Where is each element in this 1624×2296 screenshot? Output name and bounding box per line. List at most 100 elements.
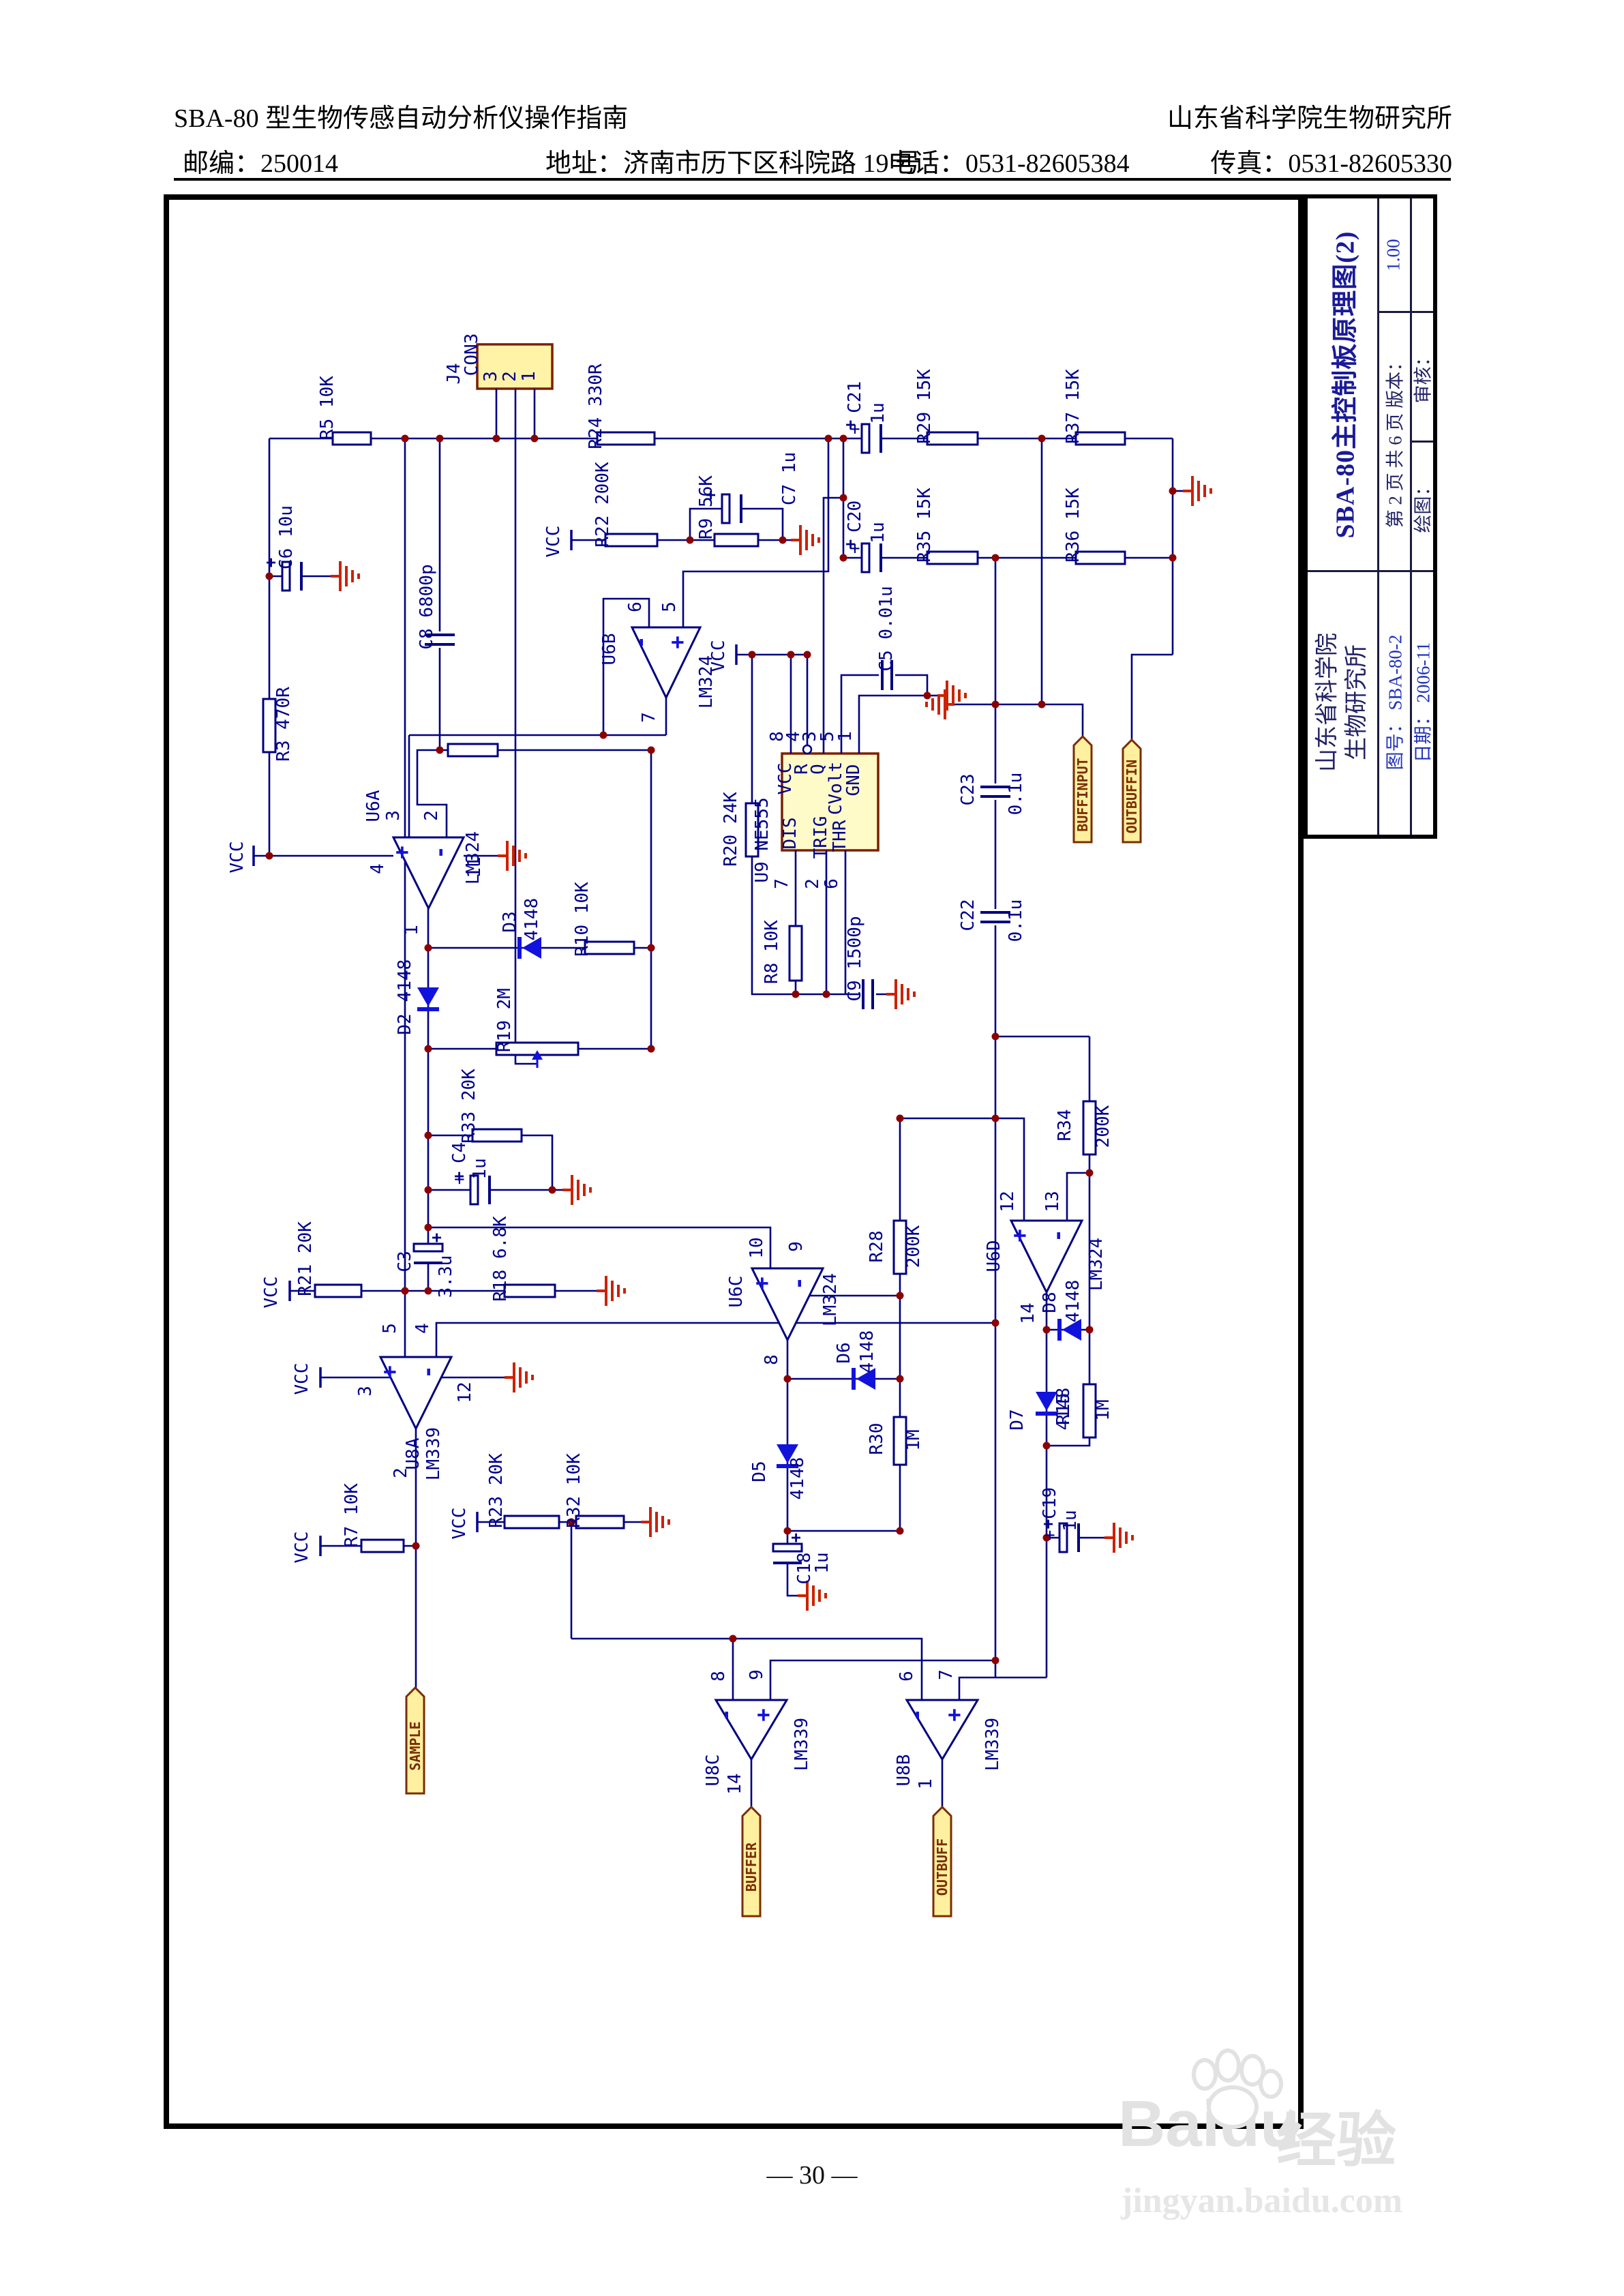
junction-dot bbox=[424, 1045, 432, 1053]
schematic-label: D7 bbox=[1007, 1409, 1027, 1430]
schematic-label: + bbox=[786, 1533, 805, 1542]
resistor bbox=[1074, 550, 1126, 565]
junction-dot bbox=[792, 990, 800, 998]
ground-symbol bbox=[1104, 1523, 1134, 1553]
schematic-label: 4 bbox=[412, 1323, 433, 1334]
schematic-label: C22 bbox=[958, 899, 978, 931]
junction-dot bbox=[548, 1186, 556, 1194]
junction-dot bbox=[647, 944, 655, 952]
schematic-label: BUFFINPUT bbox=[1074, 758, 1091, 831]
resistor bbox=[892, 1416, 907, 1466]
schematic-label: R7 10K bbox=[342, 1483, 362, 1547]
schematic-label: - bbox=[627, 636, 653, 648]
schematic-label: D6 bbox=[834, 1342, 854, 1363]
junction-dot bbox=[424, 1131, 432, 1139]
junction-dot bbox=[787, 651, 795, 659]
junction-dot bbox=[783, 1375, 792, 1383]
schematic-label: 1 bbox=[519, 371, 539, 382]
junction-dot bbox=[923, 691, 931, 700]
schematic-label: 12 bbox=[455, 1382, 475, 1403]
schematic-label: 14 bbox=[725, 1773, 745, 1794]
schematic-label: + C20 bbox=[845, 501, 865, 554]
junction-dot bbox=[896, 1527, 904, 1535]
schematic-label: 2 bbox=[421, 810, 442, 821]
schematic-label: - bbox=[712, 1708, 738, 1721]
schematic-label: 1M bbox=[903, 1429, 924, 1450]
schematic-label: 1 bbox=[916, 1778, 936, 1789]
schematic-label: LM339 bbox=[982, 1718, 1003, 1771]
junction-dot bbox=[686, 536, 694, 544]
schematic-label: D3 bbox=[500, 911, 520, 932]
wire bbox=[954, 703, 1084, 736]
schematic-label: + bbox=[750, 1708, 776, 1721]
schematic-label: + bbox=[941, 1708, 967, 1721]
schematic-label: - bbox=[785, 1277, 811, 1289]
junction-dot bbox=[401, 434, 409, 443]
schematic-label: VCC bbox=[292, 1363, 312, 1395]
schematic-label: U8A bbox=[403, 1437, 423, 1470]
schematic-label: VCC bbox=[775, 763, 796, 795]
wire bbox=[1047, 1330, 1091, 1447]
schematic-label: 1u bbox=[1060, 1510, 1081, 1531]
schematic-label: 4148 bbox=[1063, 1280, 1083, 1323]
diode bbox=[856, 1368, 875, 1390]
junction-dot bbox=[647, 1045, 655, 1053]
schematic-label: 1 bbox=[402, 925, 422, 936]
junction-dot bbox=[424, 1287, 432, 1295]
watermark-url: jingyan.baidu.com bbox=[1121, 2181, 1403, 2220]
resistor bbox=[1082, 1100, 1097, 1156]
schematic-label: 4148 bbox=[787, 1457, 808, 1500]
schematic-label: R34 bbox=[1055, 1109, 1075, 1142]
schematic-label: R33 20K bbox=[459, 1069, 479, 1144]
schematic-label: + bbox=[841, 539, 860, 549]
resistor bbox=[360, 1538, 405, 1553]
schematic-label: R15 bbox=[1053, 1393, 1074, 1425]
schematic-label: 2 bbox=[500, 371, 520, 382]
diode bbox=[522, 937, 541, 959]
schematic-label: LM339 bbox=[792, 1718, 812, 1771]
resistor bbox=[596, 431, 656, 446]
header-fax: 传真：0531-82605330 bbox=[1210, 149, 1452, 178]
schematic-label: + bbox=[389, 846, 415, 859]
wire bbox=[435, 1322, 995, 1357]
schematic-label: 1M bbox=[1093, 1399, 1113, 1420]
wire bbox=[900, 1117, 1025, 1221]
schematic-label: THR bbox=[830, 820, 850, 852]
ic-CON3 bbox=[476, 343, 554, 390]
resistor bbox=[503, 1515, 560, 1530]
ground-symbol bbox=[791, 525, 820, 555]
ground-symbol bbox=[798, 1581, 827, 1611]
schematic-label: R28 bbox=[867, 1231, 887, 1263]
schematic-label: R32 10K bbox=[564, 1453, 584, 1528]
schematic-label: + bbox=[261, 558, 280, 567]
schematic-label: R24 330R bbox=[586, 363, 606, 449]
ground-symbol bbox=[505, 1362, 534, 1392]
junction-dot bbox=[1042, 1326, 1051, 1334]
junction-dot bbox=[1042, 1442, 1051, 1450]
schematic-label: 4148 bbox=[1053, 1388, 1074, 1431]
schematic-label: 200K bbox=[903, 1225, 924, 1268]
junction-dot bbox=[991, 1032, 999, 1041]
resistor bbox=[575, 1515, 625, 1530]
schematic-label: CVolt bbox=[826, 762, 846, 815]
schematic-label: 6 bbox=[897, 1671, 917, 1682]
wire bbox=[602, 597, 650, 735]
opamp bbox=[905, 1699, 980, 1761]
schematic-label: R29 15K bbox=[914, 369, 935, 444]
schematic-label: R30 bbox=[867, 1423, 887, 1455]
schematic-label: R9 56K bbox=[696, 475, 717, 539]
schematic-label: C5 0.01u bbox=[876, 586, 897, 671]
net-flag-OUTBUFFIN bbox=[1122, 738, 1142, 844]
schematic-label: 7 bbox=[936, 1669, 957, 1680]
schematic-label: R23 20K bbox=[486, 1453, 507, 1528]
resistor bbox=[926, 431, 979, 446]
title-block: SBA-80主控制板原理图(2) 山东省科学院生物研究所 1.00 第 2 页 … bbox=[1304, 194, 1437, 839]
schematic-label: + bbox=[376, 1365, 402, 1378]
junction-dot bbox=[265, 572, 273, 580]
ground-symbol bbox=[886, 979, 916, 1009]
junction-dot bbox=[839, 434, 847, 443]
junction-dot bbox=[896, 1114, 904, 1122]
junction-dot bbox=[1038, 700, 1046, 709]
schematic-label: U6B bbox=[599, 633, 620, 666]
schematic-label: - bbox=[415, 1365, 440, 1378]
